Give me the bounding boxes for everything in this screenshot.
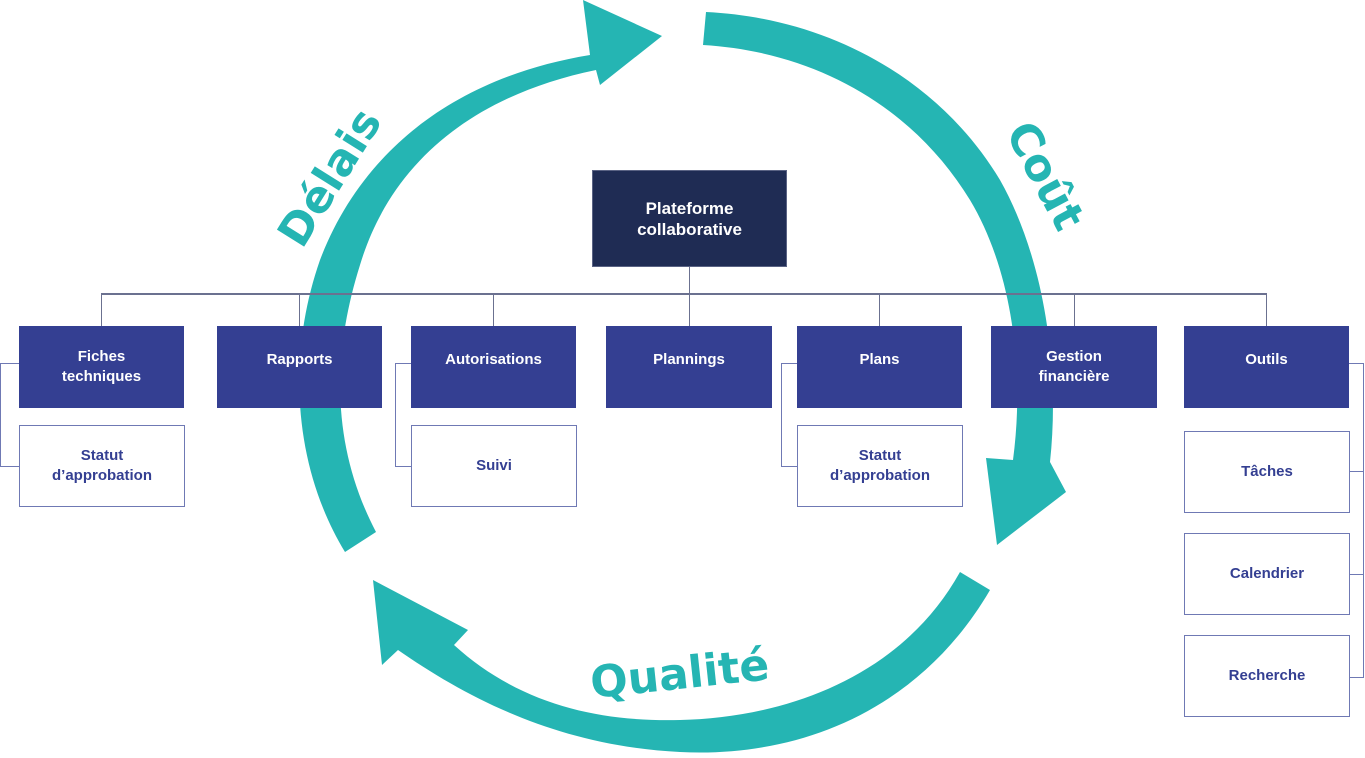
sub-connector-1 [0, 363, 20, 364]
sub-connector-1b [0, 466, 20, 467]
sub-connector-7c [1349, 677, 1363, 678]
root-label: Plateforme collaborative [637, 198, 742, 239]
category-gestion-financiere: Gestion financière [991, 326, 1157, 408]
stem-5 [879, 294, 880, 327]
sub-connector-3v [395, 363, 396, 467]
category-plans: Plans [797, 326, 962, 408]
cout-arrow [703, 12, 1066, 545]
level-bar [101, 293, 1267, 295]
sub-connector-7 [1349, 363, 1363, 364]
category-plannings: Plannings [606, 326, 772, 408]
category-fiches-techniques: Fiches techniques [19, 326, 184, 408]
sub-connector-7b [1349, 574, 1363, 575]
subitem-taches: Tâches [1184, 431, 1350, 513]
stem-2 [299, 294, 300, 327]
sub-connector-3 [395, 363, 411, 364]
sub-connector-7v [1363, 363, 1364, 678]
qualite-arrow [373, 572, 990, 753]
subitem-statut-approbation-1: Statut d’approbation [19, 425, 185, 507]
delais-arrow [299, 0, 662, 552]
sub-connector-3b [395, 466, 411, 467]
stem-7 [1266, 294, 1267, 327]
qualite-label: Qualité [588, 639, 772, 708]
sub-connector-5 [781, 363, 797, 364]
sub-connector-5b [781, 466, 797, 467]
stem-1 [101, 294, 102, 327]
subitem-statut-approbation-2: Statut d’approbation [797, 425, 963, 507]
stem-6 [1074, 294, 1075, 327]
sub-connector-7a [1349, 471, 1363, 472]
root-node: Plateforme collaborative [592, 170, 787, 267]
sub-connector-1v [0, 363, 1, 467]
subitem-suivi: Suivi [411, 425, 577, 507]
stem-3 [493, 294, 494, 327]
category-outils: Outils [1184, 326, 1349, 408]
root-stem [689, 266, 690, 327]
subitem-recherche: Recherche [1184, 635, 1350, 717]
sub-connector-5v [781, 363, 782, 467]
category-rapports: Rapports [217, 326, 382, 408]
subitem-calendrier: Calendrier [1184, 533, 1350, 615]
category-autorisations: Autorisations [411, 326, 576, 408]
